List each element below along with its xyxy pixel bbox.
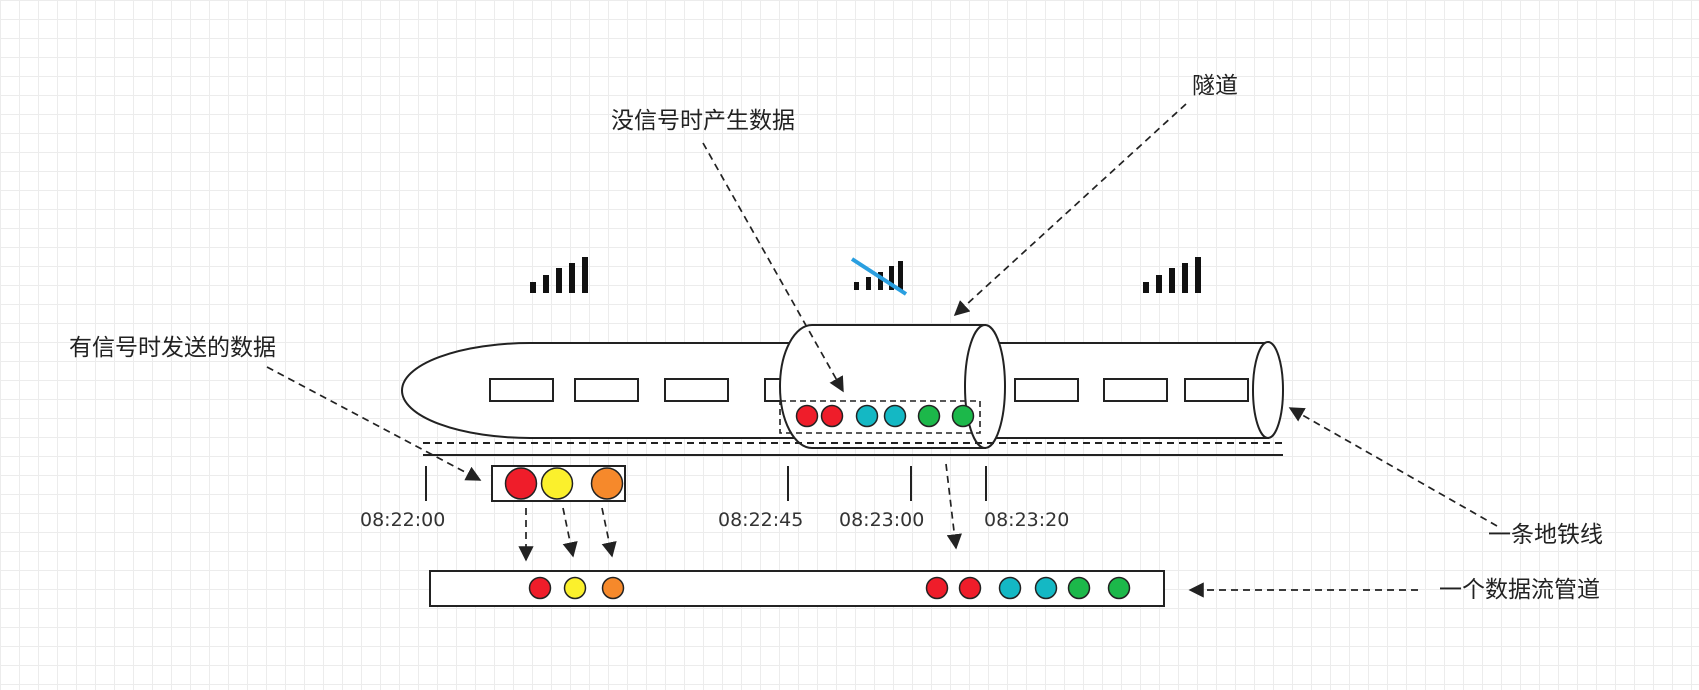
data-dot-yellow <box>540 467 574 500</box>
arrow-sent-yellow <box>562 507 578 558</box>
data-dot-red <box>820 404 844 428</box>
arrow-subway-line <box>1288 407 1498 527</box>
train-window <box>574 378 639 402</box>
data-dot-cyan <box>883 404 907 428</box>
data-dot-red <box>504 467 538 500</box>
tunnel-label: 隧道 <box>1192 73 1238 99</box>
arrow-sent-orange <box>601 507 617 558</box>
train-window <box>489 378 554 402</box>
data-dot-green <box>1107 576 1131 600</box>
timestamp-label: 08:23:20 <box>984 509 1069 531</box>
timestamp-label: 08:23:00 <box>839 509 924 531</box>
data-dot-green <box>917 404 941 428</box>
train-windows <box>489 378 1249 402</box>
train-window <box>1014 378 1079 402</box>
data-dot-green <box>1067 576 1091 600</box>
sent-data-dots <box>504 467 624 500</box>
pipeline-dots <box>528 576 1131 600</box>
timestamp-label: 08:22:00 <box>360 509 445 531</box>
buffered-data-box <box>779 400 981 434</box>
train-window <box>1103 378 1168 402</box>
train-window <box>1184 378 1249 402</box>
data-dot-cyan <box>855 404 879 428</box>
data-dot-red <box>795 404 819 428</box>
data-dot-orange <box>590 467 624 500</box>
annotation-arrows <box>266 103 1498 598</box>
arrow-tunnel <box>953 103 1187 317</box>
data-pipeline-label: 一个数据流管道 <box>1439 577 1600 603</box>
data-dot-red <box>528 576 552 600</box>
data-dot-cyan <box>1034 576 1058 600</box>
data-dot-yellow <box>563 576 587 600</box>
time-ticks <box>425 466 987 501</box>
data-dot-red <box>925 576 949 600</box>
signal-none-icon <box>850 257 908 296</box>
train-tail-cap <box>1252 341 1284 439</box>
no-signal-slash <box>850 257 908 296</box>
subway-line-label: 一条地铁线 <box>1488 522 1603 548</box>
signal-strong-icon <box>1143 257 1201 293</box>
train-window <box>664 378 729 402</box>
tunnel-mouth <box>964 324 1006 449</box>
tunnel-body <box>779 324 986 449</box>
signal-strong-icon <box>530 257 588 293</box>
timestamp-label: 08:22:45 <box>718 509 803 531</box>
arrow-signal-data <box>266 366 482 481</box>
data-dot-green <box>951 404 975 428</box>
tunnel <box>779 324 1006 449</box>
buffered-data-dots <box>795 404 975 428</box>
data-dot-red <box>958 576 982 600</box>
arrow-buffered-release <box>945 463 962 550</box>
data-dot-cyan <box>998 576 1022 600</box>
signal-sent-data-label: 有信号时发送的数据 <box>69 335 276 361</box>
no-signal-data-label: 没信号时产生数据 <box>611 108 795 134</box>
data-dot-orange <box>601 576 625 600</box>
